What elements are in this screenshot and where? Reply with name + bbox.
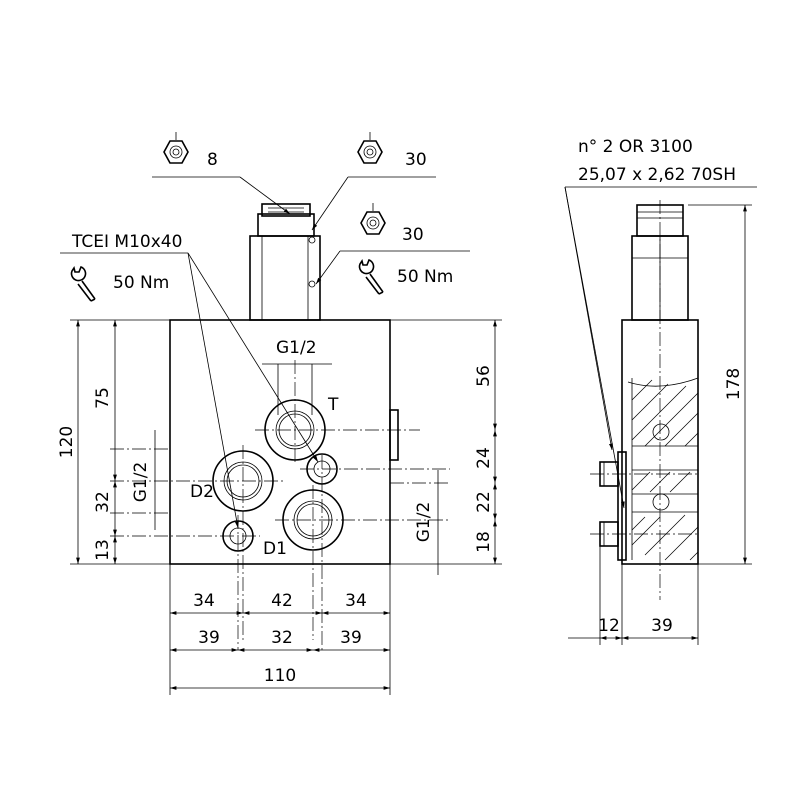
wrench-icon: [70, 265, 96, 302]
port-label-D1: D1: [263, 539, 287, 559]
port-label-T: T: [327, 395, 339, 415]
dim-right-top: 56: [474, 365, 494, 387]
dim-left-upper: 75: [93, 387, 113, 409]
dim-side-12: 12: [598, 616, 620, 636]
dim-bottom-1c: 34: [345, 591, 367, 611]
section-hatch: [627, 377, 699, 561]
hex-icon: [360, 203, 386, 235]
dim-bottom-1a: 34: [193, 591, 215, 611]
wrench-icon: [358, 258, 384, 295]
dim-bottom-2a: 39: [198, 628, 220, 648]
dim-bottom-2b: 32: [271, 628, 293, 648]
dim-side-39: 39: [651, 616, 673, 636]
hex-size-30-mid: 30: [402, 225, 424, 245]
oring-callout-1: n° 2 OR 3100: [578, 137, 693, 157]
port-label-D2: D2: [190, 482, 214, 502]
front-view: 8 30 30 TCEI M10x40: [57, 132, 502, 695]
dim-bottom-2c: 39: [340, 628, 362, 648]
dim-right-mid2: 22: [474, 491, 494, 513]
hex-size-30-top: 30: [405, 150, 427, 170]
cartridge: [249, 203, 321, 321]
torque-right: 50 Nm: [397, 267, 453, 287]
dim-left-mid: 32: [93, 491, 113, 513]
dim-left-low: 13: [93, 539, 113, 561]
side-boss: [389, 409, 399, 461]
hex-icon: [357, 132, 383, 164]
side-view: n° 2 OR 3100 25,07 x 2,62 70SH 178 12 39: [564, 137, 757, 645]
thread-label-left: G1/2: [131, 462, 151, 503]
oring-callout-2: 25,07 x 2,62 70SH: [578, 165, 736, 185]
dim-right-low: 18: [474, 531, 494, 553]
dim-side-height: 178: [724, 368, 744, 400]
screw-callout: TCEI M10x40: [71, 232, 182, 252]
hex-icon: [163, 132, 189, 164]
thread-label-top: G1/2: [276, 338, 317, 358]
dim-right-mid1: 24: [474, 447, 494, 469]
thread-label-right: G1/2: [414, 502, 434, 543]
hex-size-8: 8: [207, 150, 218, 170]
dim-bottom-total: 110: [264, 666, 296, 686]
dim-bottom-1b: 42: [271, 591, 293, 611]
torque-left: 50 Nm: [113, 273, 169, 293]
dim-left-overall: 120: [57, 426, 77, 458]
